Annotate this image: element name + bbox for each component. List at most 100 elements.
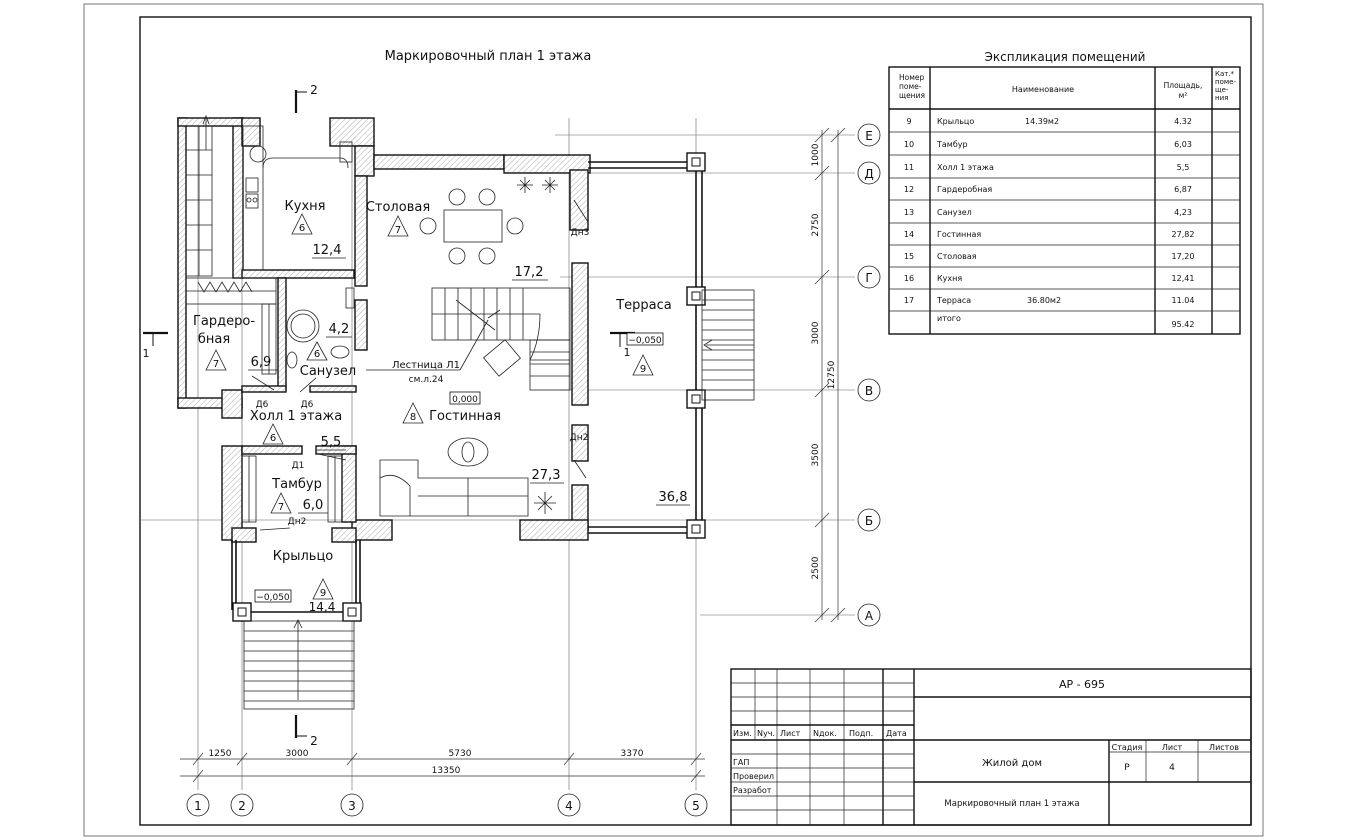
axis-label-e: Е: [865, 129, 873, 143]
row-num: 9: [906, 117, 911, 126]
room-type-wardrobe: 7: [213, 359, 219, 370]
room-type-hall: 6: [270, 433, 276, 444]
room-name-hall: Холл 1 этажа: [250, 409, 342, 424]
door-labels: Д6 Д6 Д1 Дн2 Дн2 Дн3: [256, 228, 590, 527]
axis-label-3: 3: [348, 799, 356, 813]
header-category: Кат.*поме-ще-ния: [1215, 70, 1236, 102]
dim-bottom-total: 13350: [432, 766, 461, 776]
section-mark-left: 1: [143, 331, 168, 360]
terrace: [588, 152, 755, 539]
level-porch: −0,050: [256, 593, 290, 603]
axis-label-5: 5: [692, 799, 700, 813]
object-name: Жилой дом: [982, 758, 1042, 769]
row-num: 14: [904, 230, 914, 239]
room-area-kitchen: 12,4: [313, 243, 342, 258]
axis-label-a: А: [865, 609, 874, 623]
level-main: 0,000: [452, 395, 478, 405]
room-hall: Холл 1 этажа 6 5,5: [250, 409, 346, 451]
row-num: 12: [904, 185, 914, 194]
stair-l1: [431, 287, 571, 391]
row-name: Крыльцо: [937, 117, 974, 126]
row-num: 11: [904, 163, 914, 172]
axis-label-v: В: [865, 384, 873, 398]
room-type-living: 8: [410, 412, 416, 423]
door-swings: [251, 199, 589, 531]
room-living: 8 Гостинная 27,3: [402, 402, 564, 484]
room-type-tambur: 7: [278, 502, 284, 513]
explication-table: [888, 66, 1241, 335]
row-area: 17,20: [1172, 252, 1195, 261]
row-name: Терраса: [936, 296, 971, 305]
room-kitchen: Кухня 6 12,4: [285, 199, 346, 259]
row-name: Столовая: [937, 252, 977, 261]
outer-frame: [83, 3, 1264, 837]
row-note: 36.80м2: [1027, 296, 1061, 305]
row-name: Гардеробная: [937, 185, 992, 194]
col-data: Дата: [886, 729, 907, 738]
row-name: Санузел: [937, 208, 972, 217]
level-terrace: −0,050: [628, 336, 662, 346]
role-checked: Проверил: [733, 772, 774, 781]
row-area: 6,87: [1174, 185, 1192, 194]
dimension-bottom: 1250 3000 5730 3370 13350: [180, 749, 705, 783]
room-name2-wardrobe: бная: [198, 332, 230, 347]
sheet-value: 4: [1169, 763, 1175, 773]
room-name-kitchen: Кухня: [285, 199, 326, 214]
door-label-dn2a: Дн2: [288, 517, 307, 527]
dim-bottom-3: 5730: [449, 749, 472, 759]
row-area: 6,03: [1174, 140, 1192, 149]
axis-label-b: Б: [865, 514, 873, 528]
col-nuch: Nуч.: [757, 729, 775, 738]
room-area-wardrobe: 6,9: [251, 355, 272, 370]
room-name-tambur: Тамбур: [271, 477, 322, 492]
living-room-furniture: [379, 437, 556, 517]
header-name: Наименование: [1012, 85, 1074, 94]
section-label-top: 2: [310, 83, 318, 97]
room-area-living: 27,3: [532, 468, 561, 483]
room-type-kitchen: 6: [299, 223, 305, 234]
stage-header: Стадия: [1112, 743, 1143, 752]
row-area: 95.42: [1172, 320, 1195, 329]
col-list: Лист: [780, 729, 801, 738]
room-name-bathroom: Санузел: [300, 364, 356, 379]
room-area-porch: 14,4: [309, 600, 336, 614]
door-label-dn2b: Дн2: [570, 433, 589, 443]
plan-title: Маркировочный план 1 этажа: [385, 49, 592, 64]
row-area: 12,41: [1172, 274, 1195, 283]
stair-callout: Лестница Л1 см.л.24 0,000: [366, 319, 489, 405]
room-terrace: Терраса −0,050 9 36,8: [615, 298, 690, 506]
kitchen-fixtures: [242, 125, 353, 271]
drawing-name: Маркировочный план 1 этажа: [944, 799, 1079, 809]
explication-rows: 9 Крыльцо 14.39м2 4.32 10 Тамбур 6,03 11…: [904, 117, 1195, 329]
drawing-code: АР - 695: [1059, 678, 1105, 691]
row-area: 11.04: [1172, 296, 1195, 305]
room-type-dining: 7: [395, 225, 401, 236]
room-bathroom: 4,2 6 Санузел: [300, 322, 356, 379]
porch: [231, 455, 362, 710]
room-tambur: Тамбур 7 6,0: [270, 477, 328, 514]
room-type-terrace: 9: [640, 364, 646, 375]
section-label-terrace: 1: [624, 346, 631, 359]
section-label-left: 1: [143, 347, 150, 360]
building-walls: [177, 117, 591, 543]
axis-label-d: Д: [864, 167, 873, 181]
room-dining: Столовая 7 17,2: [366, 200, 548, 281]
dim-right-5: 2500: [811, 556, 821, 579]
role-developed: Разработ: [733, 786, 772, 795]
left-ramp: [185, 114, 213, 277]
dim-bottom-4: 3370: [621, 749, 644, 759]
room-porch: Крыльцо 9 14,4 −0,050: [254, 549, 336, 614]
row-area: 27,82: [1172, 230, 1195, 239]
room-name-dining: Столовая: [366, 200, 430, 215]
room-area-dining: 17,2: [515, 265, 544, 280]
role-gap: ГАП: [733, 758, 749, 767]
row-area: 4,23: [1174, 208, 1192, 217]
room-type-bathroom: 6: [314, 349, 320, 360]
room-name-terrace: Терраса: [615, 298, 672, 313]
room-area-tambur: 6,0: [303, 498, 324, 513]
dim-right-1: 1000: [811, 143, 821, 166]
row-note: 14.39м2: [1025, 117, 1059, 126]
room-name-wardrobe: Гардеро-: [193, 314, 255, 329]
